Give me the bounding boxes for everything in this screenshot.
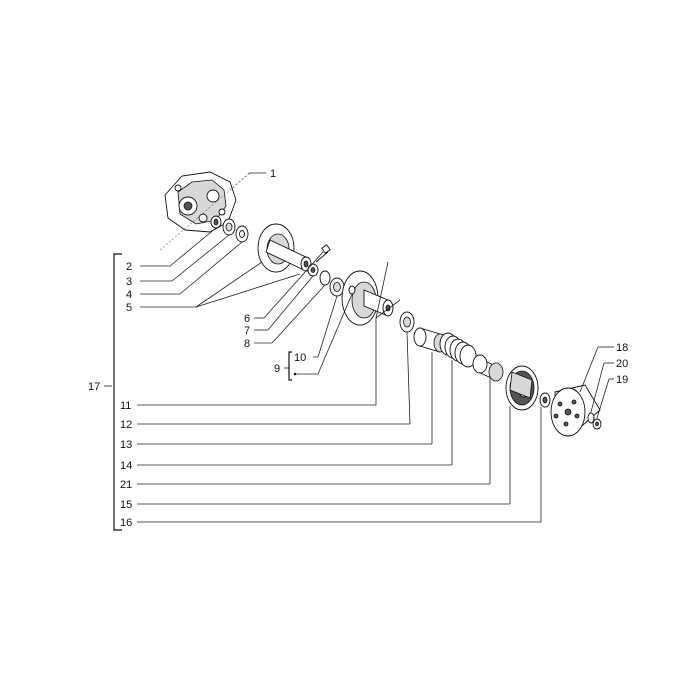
part-7-nut xyxy=(307,263,319,277)
callout-18: 18 xyxy=(616,342,628,354)
part-18-clutch-bell xyxy=(550,384,601,437)
callout-19: 19 xyxy=(616,374,628,386)
callout-6: 6 xyxy=(244,313,250,325)
part-1-housing xyxy=(164,171,237,233)
part-19-nut xyxy=(592,418,602,430)
callout-9: 9 xyxy=(274,363,280,375)
callout-2: 2 xyxy=(126,261,132,273)
callout-12: 12 xyxy=(120,419,132,431)
callout-5: 5 xyxy=(126,302,132,314)
part-20-washer xyxy=(587,412,595,424)
callout-16: 16 xyxy=(120,517,132,529)
part-14-spring xyxy=(439,332,477,368)
callout-11: 11 xyxy=(120,400,131,412)
callout-17: 17 xyxy=(88,381,100,393)
part-2-washer xyxy=(210,215,222,229)
part-6-pin xyxy=(315,244,331,263)
callout-7: 7 xyxy=(244,325,250,337)
callout-20: 20 xyxy=(616,358,628,370)
callout-14: 14 xyxy=(120,460,132,472)
part-15-clutch-shoes xyxy=(505,365,539,411)
callout-13: 13 xyxy=(120,439,132,451)
callout-10: 10 xyxy=(294,352,306,364)
callout-labels: 1 2 3 4 5 6 7 8 9 10 11 12 13 14 21 15 1… xyxy=(88,168,628,529)
callout-21: 21 xyxy=(120,479,132,491)
callout-8: 8 xyxy=(244,338,250,350)
callout-1: 1 xyxy=(270,168,276,180)
part-8-washer xyxy=(319,270,331,286)
part-16-washer xyxy=(539,392,551,408)
callout-4: 4 xyxy=(126,289,132,301)
part-11-movable-pulley xyxy=(341,270,394,326)
callout-15: 15 xyxy=(120,499,132,511)
part-21-sleeve xyxy=(472,354,504,382)
part-12-bearing xyxy=(399,311,415,333)
part-4-spacer xyxy=(235,225,249,243)
callout-3: 3 xyxy=(126,276,132,288)
part-3-bearing xyxy=(222,218,236,236)
leader-lines xyxy=(104,172,614,531)
part-5-pulley-half xyxy=(257,223,312,273)
